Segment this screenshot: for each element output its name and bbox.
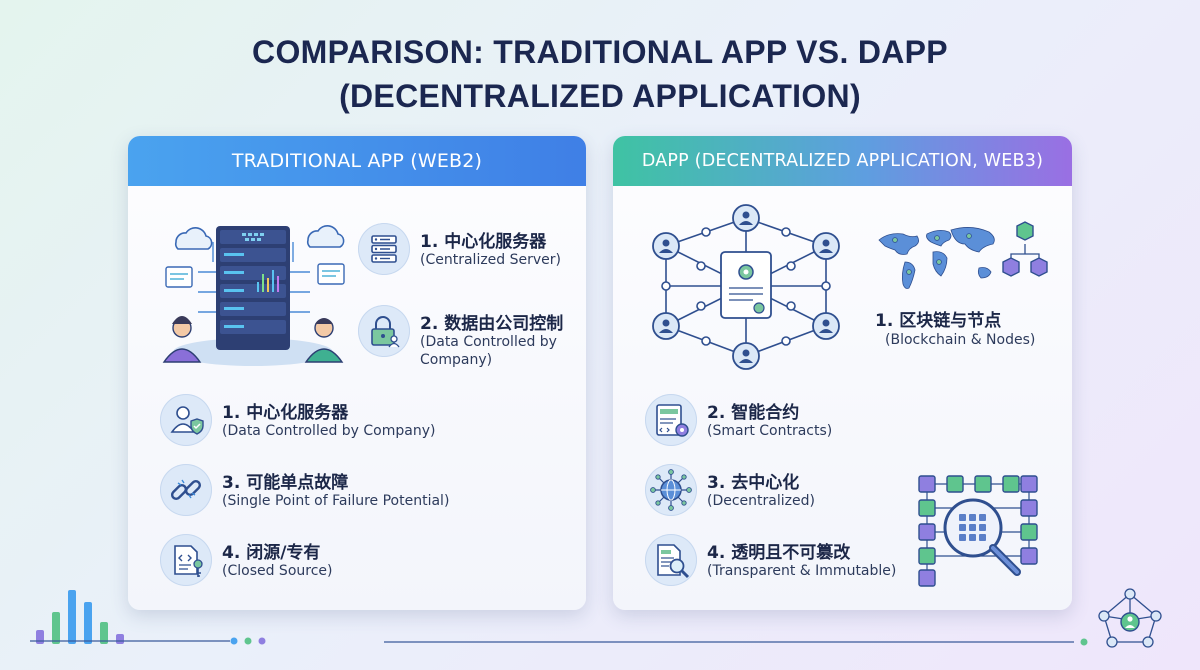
left-item-company-control: 1. 中心化服务器 (Data Controlled by Company): [160, 394, 580, 446]
item-subtitle: (Centralized Server): [420, 252, 561, 268]
item-title: 2. 数据由公司控制: [420, 314, 564, 334]
cloud-icon: [174, 225, 345, 250]
item-subtitle: (Decentralized): [707, 493, 815, 509]
dapp-header: DAPP (DECENTRALIZED APPLICATION, WEB3): [613, 136, 1072, 186]
item-title: 4. 闭源/专有: [222, 543, 321, 563]
left-item-data-controlled: 2. 数据由公司控制 (Data Controlled by Company): [358, 305, 578, 375]
item-subtitle: (Blockchain & Nodes): [885, 332, 1036, 348]
world-map-blocks-icon: [878, 221, 1048, 289]
item-title: 3. 去中心化: [707, 473, 800, 493]
item-title: 3. 可能单点故障: [222, 473, 349, 493]
traditional-app-header: TRADITIONAL APP (WEB2): [128, 136, 586, 186]
item-subtitle: (Transparent & Immutable): [707, 563, 897, 579]
document-magnifier-icon: [645, 534, 697, 586]
blocks-magnifier-illustration: [918, 475, 1038, 587]
left-item-closed-source: 4. 闭源/专有 (Closed Source): [160, 534, 580, 586]
server-icon: [358, 223, 410, 275]
item-subtitle: (Data Controlled by Company): [420, 334, 557, 368]
code-document-key-icon: [160, 534, 212, 586]
bar-decoration-icon: [30, 590, 266, 645]
network-decoration-icon: [1098, 588, 1162, 648]
item-title: 2. 智能合约: [707, 403, 800, 423]
left-item-centralized-server: 1. 中心化服务器 (Centralized Server): [358, 223, 578, 275]
item-title: 1. 中心化服务器: [420, 232, 547, 252]
globe-network-icon: [645, 464, 697, 516]
item-subtitle: (Smart Contracts): [707, 423, 833, 439]
page-title: COMPARISON: TRADITIONAL APP VS. DAPP (DE…: [0, 30, 1200, 118]
title-line-1: COMPARISON: TRADITIONAL APP VS. DAPP: [252, 34, 948, 70]
left-item-single-point-failure: 3. 可能单点故障 (Single Point of Failure Poten…: [160, 464, 580, 516]
traditional-app-panel: TRADITIONAL APP (WEB2): [128, 136, 586, 610]
server-illustration: [162, 225, 345, 366]
lock-user-icon: [358, 305, 410, 357]
user-shield-icon: [160, 394, 212, 446]
contract-gear-icon: [645, 394, 697, 446]
right-item-decentralized: 3. 去中心化 (Decentralized): [645, 464, 905, 516]
network-illustration: [652, 204, 840, 370]
item-title: 4. 透明且不可篡改: [707, 543, 851, 563]
item-subtitle: (Closed Source): [222, 563, 333, 579]
person-icon: [304, 318, 344, 363]
broken-link-icon: [160, 464, 212, 516]
right-item-smart-contracts: 2. 智能合约 (Smart Contracts): [645, 394, 905, 446]
item-title: 1. 中心化服务器: [222, 403, 349, 423]
person-icon: [162, 316, 202, 363]
right-item-transparent-immutable: 4. 透明且不可篡改 (Transparent & Immutable): [645, 534, 905, 586]
item-title: 1. 区块链与节点: [875, 311, 1002, 331]
dapp-panel: DAPP (DECENTRALIZED APPLICATION, WEB3): [613, 136, 1072, 610]
item-subtitle: (Data Controlled by Company): [222, 423, 436, 439]
divider-line: [384, 638, 1088, 646]
right-item-blockchain-nodes: 1. 区块链与节点 (Blockchain & Nodes): [875, 218, 1065, 358]
title-line-2: (DECENTRALIZED APPLICATION): [339, 78, 861, 114]
item-subtitle: (Single Point of Failure Potential): [222, 493, 450, 509]
